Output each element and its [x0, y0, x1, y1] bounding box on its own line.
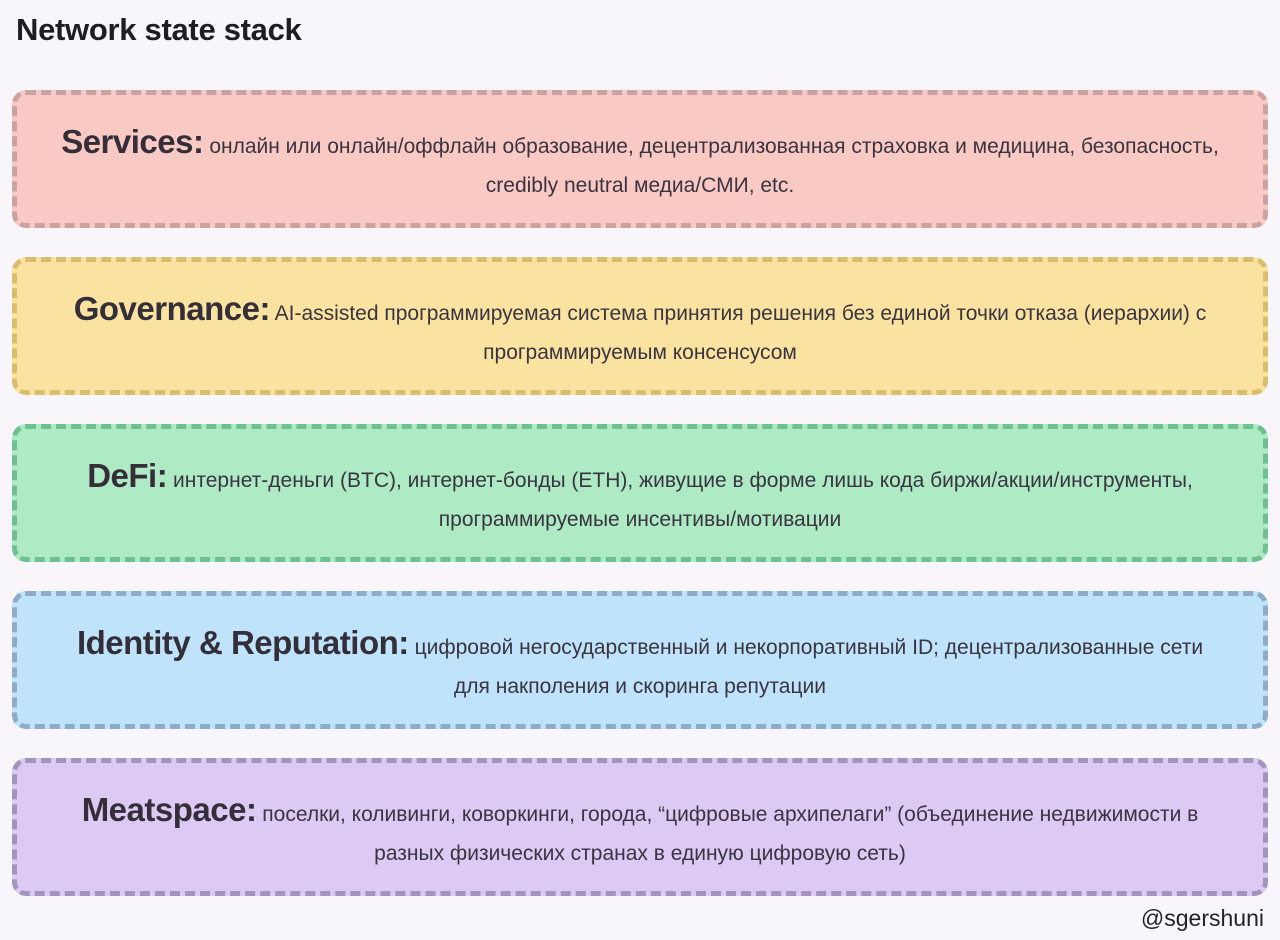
layer-description: онлайн или онлайн/оффлайн образование, д… [209, 134, 1219, 197]
layer-label: Governance: [73, 289, 271, 327]
layer-text: DeFi: интернет-деньги (BTC), интернет-бо… [61, 450, 1219, 536]
layer-label: Meatspace: [81, 790, 257, 828]
watermark-handle: @sgershuni [1140, 905, 1264, 931]
layer-text: Governance: AI-assisted программируемая … [61, 283, 1219, 369]
layer-label: DeFi: [87, 456, 168, 494]
layer-description: цифровой негосударственный и некорпорати… [414, 635, 1204, 698]
layer-identity-reputation: Identity & Reputation: цифровой негосуда… [12, 591, 1268, 729]
layer-description: поселки, коливинги, коворкинги, города, … [262, 802, 1199, 865]
layer-meatspace: Meatspace: поселки, коливинги, коворкинг… [12, 758, 1268, 896]
layer-governance: Governance: AI-assisted программируемая … [12, 257, 1268, 395]
layer-stack: Services: онлайн или онлайн/оффлайн обра… [12, 90, 1268, 896]
layer-services: Services: онлайн или онлайн/оффлайн обра… [12, 90, 1268, 228]
layer-text: Meatspace: поселки, коливинги, коворкинг… [61, 784, 1219, 870]
layer-defi: DeFi: интернет-деньги (BTC), интернет-бо… [12, 424, 1268, 562]
layer-description: AI-assisted программируемая система прин… [274, 301, 1207, 364]
layer-label: Services: [61, 122, 204, 160]
layer-description: интернет-деньги (BTC), интернет-бонды (E… [173, 468, 1193, 531]
page-title: Network state stack [16, 12, 302, 47]
layer-label: Identity & Reputation: [76, 623, 409, 661]
layer-text: Services: онлайн или онлайн/оффлайн обра… [61, 116, 1219, 202]
layer-text: Identity & Reputation: цифровой негосуда… [61, 617, 1219, 703]
